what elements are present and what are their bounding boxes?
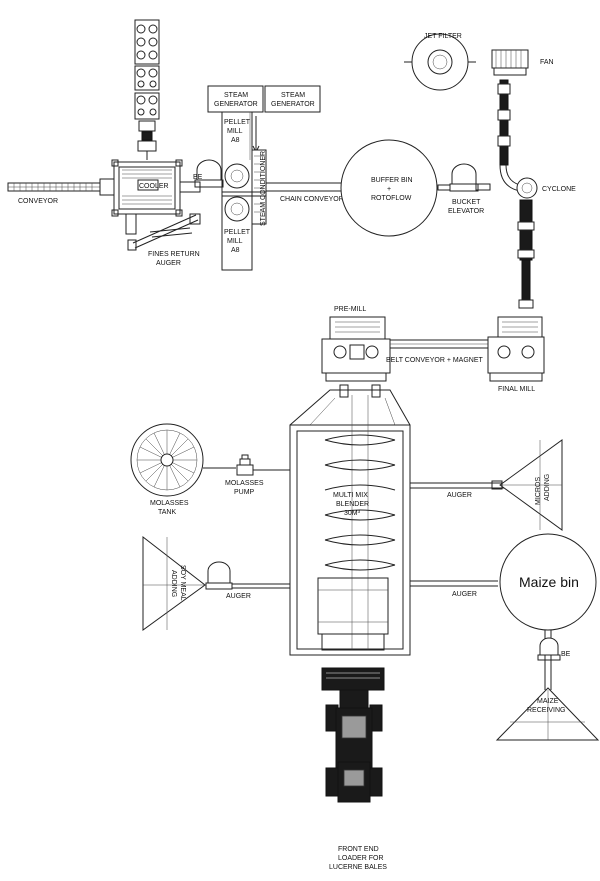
buffer-bin: BUFFER BIN + ROTOFLOW	[340, 139, 438, 237]
blender-label-3: 30M³	[344, 510, 361, 517]
fan: FAN	[491, 49, 554, 76]
soy-meal-adding: SOY MEAL ADDING AUGER	[142, 535, 290, 631]
pellet-mill-top-label-2: MILL	[227, 128, 243, 135]
fines-return-label-1: FINES RETURN	[148, 251, 200, 258]
buffer-bin-label-3: ROTOFLOW	[371, 195, 412, 202]
final-mill: FINAL MILL	[487, 316, 545, 393]
blender-label-2: BLENDER	[336, 501, 369, 508]
conveyor: CONVEYOR	[7, 178, 115, 205]
pellet-mill-bottom-label-1: PELLET	[224, 229, 251, 236]
steam-gen-1-label-2: GENERATOR	[214, 101, 258, 108]
pre-mill: PRE-MILL	[321, 306, 391, 382]
bucket-elevator-label-1: BUCKET	[452, 199, 481, 206]
belt-conveyor: BELT CONVEYOR + MAGNET	[386, 339, 489, 364]
chain-conveyor-label: CHAIN CONVEYOR	[280, 196, 344, 203]
steam-generator-2: STEAM GENERATOR	[264, 85, 321, 113]
pellet-mill-top-label-1: PELLET	[224, 119, 251, 126]
pre-mill-label: PRE-MILL	[334, 306, 366, 313]
fines-return-label-2: AUGER	[156, 260, 181, 267]
pellet-mill-top-label-3: A8	[231, 137, 240, 144]
buffer-bin-label-1: BUFFER BIN	[371, 177, 413, 184]
final-mill-label: FINAL MILL	[498, 386, 535, 393]
pellet-mill-bottom-label-2: MILL	[227, 238, 243, 245]
molasses-pump-label-1: MOLASSES	[225, 480, 264, 487]
maize-receiving-label-1: MAIZE	[537, 698, 559, 705]
micros-label-1: MICROS	[535, 477, 542, 505]
auger-maize-label: AUGER	[452, 591, 477, 598]
steam-conditioner-label: STEAM CONDITIONER	[260, 151, 267, 226]
blender-label-1: MULTI MIX	[333, 492, 368, 499]
cyclone: CYCLONE	[516, 177, 576, 309]
conveyor-label: CONVEYOR	[18, 198, 58, 205]
micros-label-2: ADDING	[544, 474, 551, 501]
molasses-tank: MOLASSES TANK	[130, 423, 204, 516]
molasses-pump: MOLASSES PUMP	[225, 454, 264, 496]
bucket-elevator: BUCKET ELEVATOR	[437, 163, 484, 215]
front-end-loader: FRONT END LOADER FOR LUCERNE BALES	[321, 667, 387, 871]
be-top-label: BE	[193, 174, 203, 181]
cyclone-ducting	[475, 79, 521, 192]
belt-conveyor-label: BELT CONVEYOR + MAGNET	[386, 357, 484, 364]
multi-mix-blender: MULTI MIX BLENDER 30M³	[289, 384, 411, 656]
jet-filter-label: JET FILTER	[424, 33, 462, 40]
soy-label-2: ADDING	[170, 570, 177, 597]
be-bottom-label: BE	[561, 651, 571, 658]
steam-gen-1-label-1: STEAM	[224, 92, 248, 99]
cooler-label: COOLER	[139, 183, 169, 190]
molasses-tank-label-2: TANK	[158, 509, 176, 516]
steam-generator-1: STEAM GENERATOR	[207, 85, 264, 113]
maize-bin-label: Maize bin	[519, 574, 579, 590]
maize-receiving: MAIZE RECEIVING	[495, 687, 600, 741]
micros-adding: AUGER MICROS ADDING	[410, 439, 563, 531]
front-end-label-1: FRONT END	[338, 846, 379, 853]
cooler: COOLER	[111, 159, 183, 235]
maize-receiving-label-2: RECEIVING	[527, 707, 566, 714]
cyclone-label: CYCLONE	[542, 186, 576, 193]
maize-bin: AUGER Maize bin BE	[410, 533, 597, 690]
molasses-pump-label-2: PUMP	[234, 489, 255, 496]
front-end-label-3: LUCERNE BALES	[329, 864, 387, 871]
soy-label-1: SOY MEAL	[179, 565, 186, 601]
front-end-label-2: LOADER FOR	[338, 855, 384, 862]
molasses-tank-label-1: MOLASSES	[150, 500, 189, 507]
bucket-elevator-label-2: ELEVATOR	[448, 208, 484, 215]
steam-gen-2-label-1: STEAM	[281, 92, 305, 99]
chain-conveyor: CHAIN CONVEYOR	[265, 182, 344, 203]
fines-return-auger: FINES RETURN AUGER	[127, 213, 201, 267]
steam-gen-2-label-2: GENERATOR	[271, 101, 315, 108]
auger-micros-label: AUGER	[447, 492, 472, 499]
stacked-bins	[134, 19, 160, 160]
fan-label: FAN	[540, 59, 554, 66]
jet-filter: JET FILTER	[404, 33, 476, 91]
auger-soy-label: AUGER	[226, 593, 251, 600]
be-top: BE	[193, 159, 224, 188]
buffer-bin-label-2: +	[387, 186, 391, 193]
pellet-mill-bottom-label-3: A8	[231, 247, 240, 254]
pellet-mill-assembly: PELLET MILL A8 PELLET MILL A8 STEAM COND…	[221, 111, 267, 271]
